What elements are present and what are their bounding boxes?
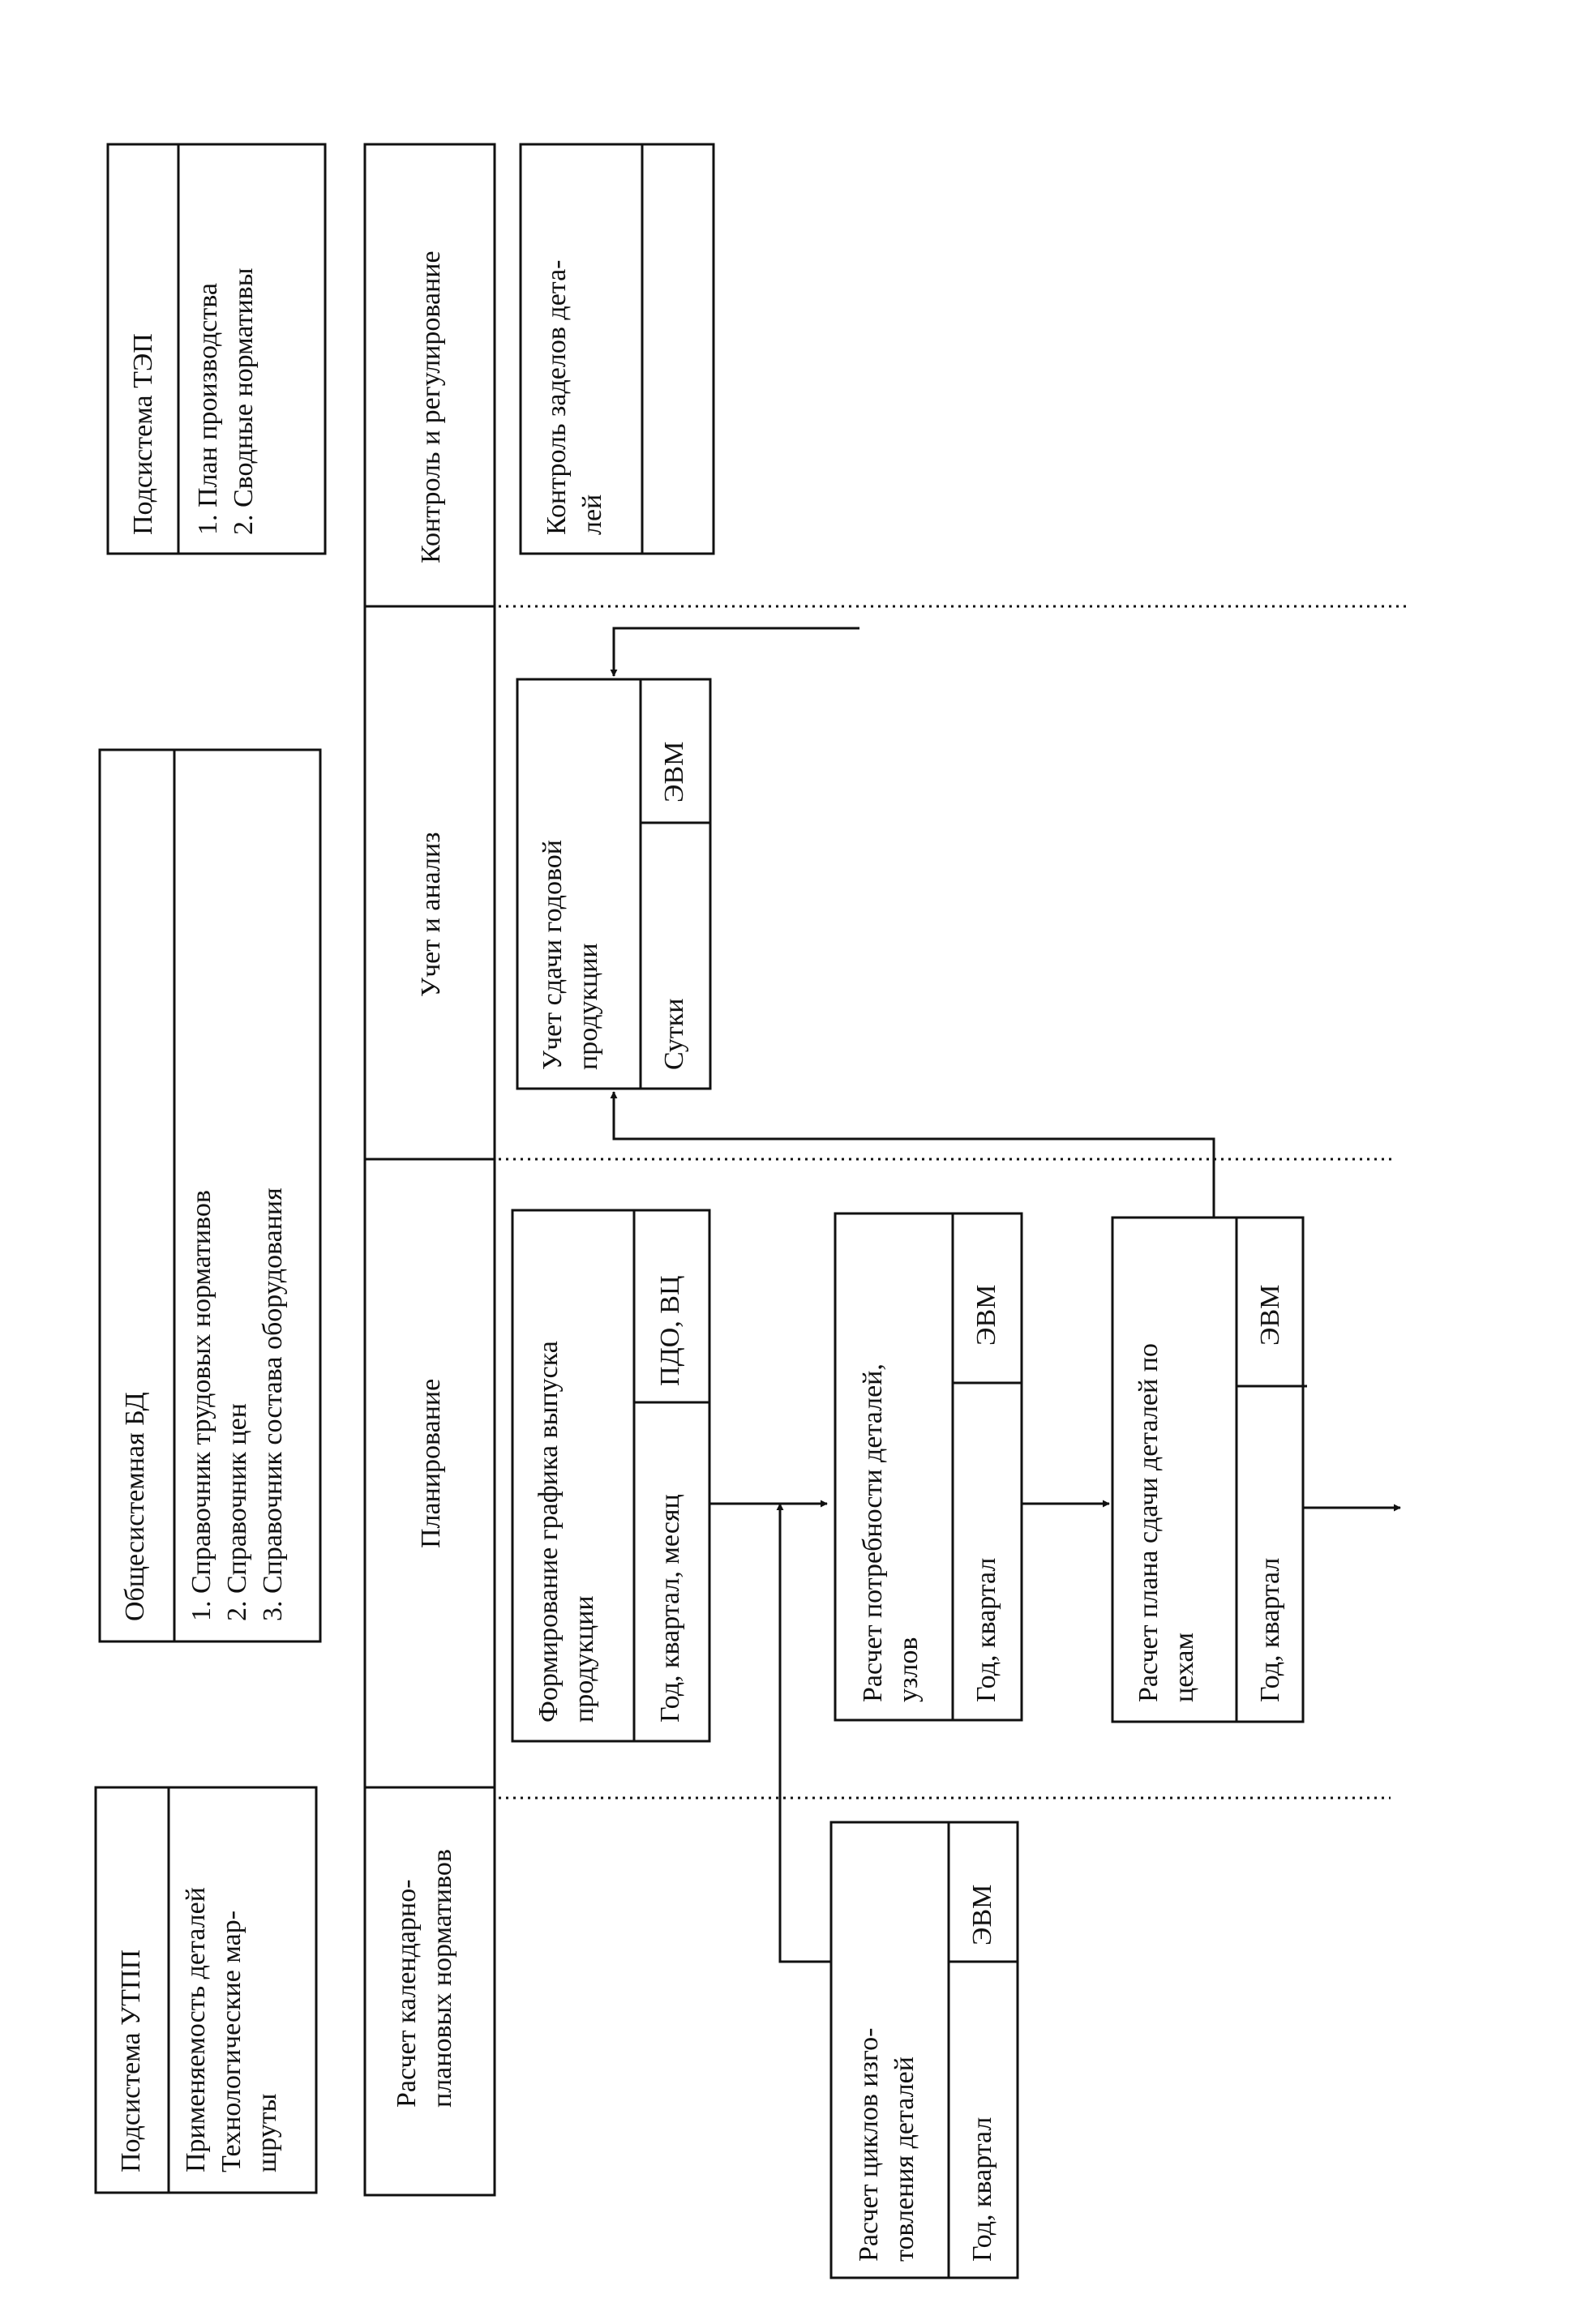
common-db-items: 1. Справочник трудовых нормативов 2. Спр… [186,1188,288,1621]
task-delivery-plan-box [1111,1216,1305,1723]
arrow-into-annual-output [610,627,859,677]
subsystem-tep-items: 1. План производства 2. Сводные норматив… [193,267,259,535]
task-schedule-period: Год, квартал, месяц [655,1494,685,1723]
stage-control-label: Контроль и регулирование [416,250,446,563]
subsystem-utpp-contents: Применяемость деталей Технологические ма… [181,1887,282,2172]
subsystem-utpp-title: Подсистема УТПП [116,1949,146,2172]
arrow-cycles-to-demand [776,1503,831,1963]
common-db-title: Общесистемная БД [120,1392,150,1621]
task-demand-box [834,1212,1023,1722]
stage-accounting-label: Учет и анализ [416,832,446,997]
task-demand-title: Расчет потребности деталей, узлов [858,1363,924,1702]
task-backlog-control-title: Контроль заделов дета- лей [542,259,607,536]
stage-calendar-label: Расчет календарно- плановых нормативов [392,1849,457,2108]
task-schedule-box [511,1209,711,1743]
task-annual-output-box [516,678,712,1090]
task-backlog-control-box [519,143,715,555]
task-delivery-plan-title: Расчет плана сдачи деталей по цехам [1134,1343,1199,1702]
task-cycles-period: Год, квартал [967,2116,997,2262]
task-annual-output-executor: ЭВМ [659,741,689,802]
task-cycles-executor: ЭВМ [967,1884,997,1945]
stage-strip [363,143,496,2197]
common-db-box [98,748,322,1643]
task-cycles-title: Расчет циклов изго- товления деталей [854,2027,919,2262]
task-delivery-plan-executor: ЭВМ [1255,1284,1285,1346]
task-demand-period: Год, квартал [971,1557,1001,1702]
task-cycles-box [829,1821,1019,2279]
stage-planning-label: Планирование [416,1378,446,1548]
subsystem-tep-title: Подсистема ТЭП [128,333,158,535]
task-delivery-plan-period: Год, квартал [1255,1557,1285,1702]
task-demand-executor: ЭВМ [971,1284,1001,1346]
arrow-plan-to-annual-output [610,1091,1215,1218]
task-schedule-title: Формирование графика выпуска продукции [534,1341,599,1723]
task-annual-output-title: Учет сдачи годовой продукции [538,840,603,1070]
task-schedule-executor: ПДО, ВЦ [655,1275,685,1386]
subsystem-utpp-box [94,1786,318,2194]
subsystem-tep-box [106,143,327,555]
task-annual-output-period: Сутки [659,998,689,1070]
